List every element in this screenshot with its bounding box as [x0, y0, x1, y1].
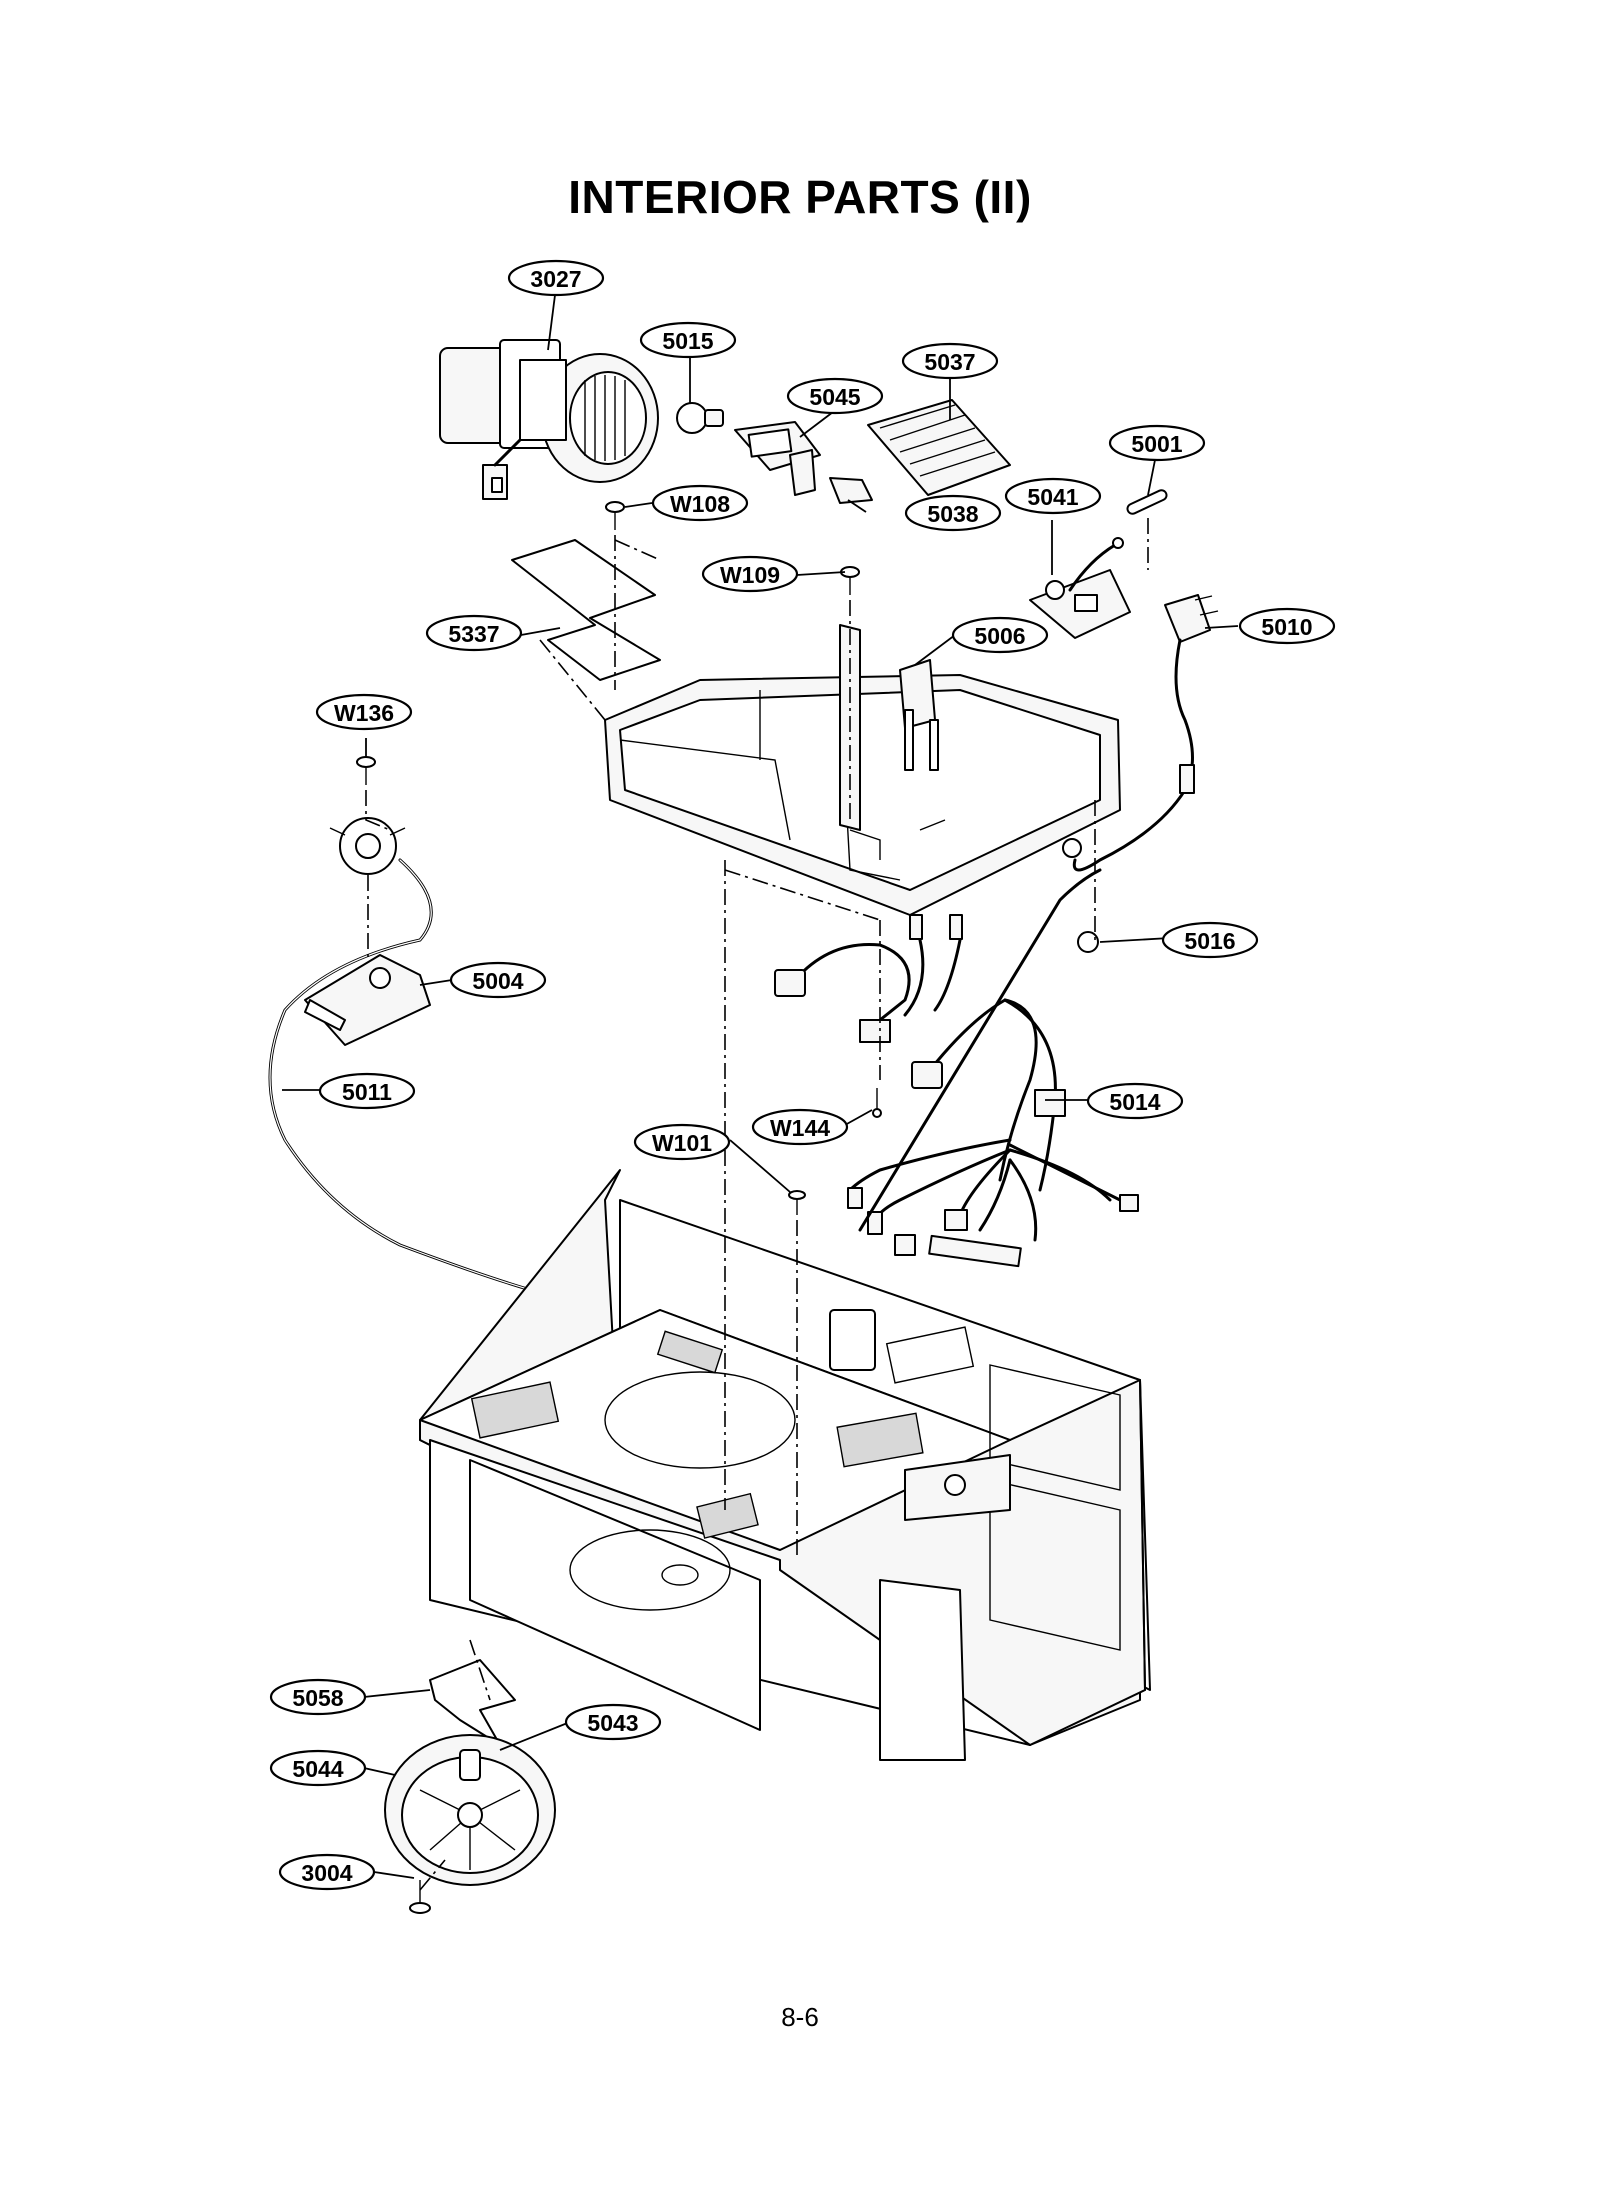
charcoal-filter: [867, 399, 1011, 496]
callout-5041: 5041: [1004, 477, 1102, 515]
callout-W101-label: W101: [652, 1130, 712, 1156]
callout-5043: 5043: [564, 1703, 662, 1741]
callout-W144-label: W144: [770, 1115, 830, 1141]
callout-5044-label: 5044: [292, 1756, 343, 1782]
sensor-wire: [268, 858, 589, 1309]
callout-5043-label: 5043: [587, 1710, 638, 1736]
callout-W108-label: W108: [670, 491, 730, 517]
callout-W144: W144: [751, 1108, 849, 1146]
assembly-guide-lines: [365, 518, 1149, 1891]
callout-3027: 3027: [507, 259, 605, 297]
callout-5058-label: 5058: [292, 1685, 343, 1711]
stirrer-cover: [429, 1659, 516, 1746]
callout-5006-label: 5006: [974, 623, 1025, 649]
screw-w136: [356, 756, 376, 785]
callout-5044: 5044: [269, 1749, 367, 1787]
callout-3004-label: 3004: [301, 1860, 352, 1886]
screw-w109: [840, 566, 860, 595]
callout-W101: W101: [633, 1123, 731, 1161]
lamp-socket: [734, 421, 821, 496]
fuse: [1126, 489, 1168, 515]
callout-W136-label: W136: [334, 700, 394, 726]
screw-w101: [788, 1190, 806, 1215]
callout-W109: W109: [701, 555, 799, 593]
callout-5004: 5004: [449, 961, 547, 999]
callout-5037-label: 5037: [924, 349, 975, 375]
callout-5014-label: 5014: [1109, 1089, 1160, 1115]
callout-5337-label: 5337: [448, 621, 499, 647]
callout-5014: 5014: [1086, 1082, 1184, 1120]
callout-5006: 5006: [951, 616, 1049, 654]
page-title: INTERIOR PARTS (II): [568, 171, 1032, 223]
callout-5038-label: 5038: [927, 501, 978, 527]
callout-5045-label: 5045: [809, 384, 860, 410]
callout-W108: W108: [651, 484, 749, 522]
insulation-sheet: [511, 539, 661, 681]
callout-5016: 5016: [1161, 921, 1259, 959]
callout-5015-label: 5015: [662, 328, 713, 354]
lamp-cover: [829, 477, 873, 504]
thermostat-sensor: [329, 817, 406, 875]
callout-5011-label: 5011: [342, 1079, 392, 1105]
leader-lines: [282, 294, 1239, 1879]
callout-5041-label: 5041: [1027, 484, 1078, 510]
oven-cavity-frame: [419, 1169, 1151, 1761]
callout-5045: 5045: [786, 377, 884, 415]
callout-W109-label: W109: [720, 562, 780, 588]
stirrer-fan: [384, 1734, 556, 1886]
callout-5015: 5015: [639, 321, 737, 359]
callout-5037: 5037: [901, 342, 999, 380]
blower-fan-motor: [439, 339, 659, 500]
noise-filter-board: [1029, 537, 1131, 639]
callout-5337: 5337: [425, 614, 523, 652]
callout-5001: 5001: [1108, 424, 1206, 462]
callout-5010-label: 5010: [1261, 614, 1312, 640]
page-number: 8-6: [781, 2002, 819, 2032]
callout-5011: 5011: [318, 1072, 416, 1110]
power-cord: [1072, 594, 1219, 872]
callout-5001-label: 5001: [1131, 431, 1182, 457]
air-guide-base: [604, 624, 1121, 916]
screw-w108: [605, 501, 625, 530]
callout-5038: 5038: [904, 494, 1002, 532]
callout-5004-label: 5004: [472, 968, 523, 994]
sensor-bracket: [304, 954, 431, 1046]
callout-5010: 5010: [1238, 607, 1336, 645]
callout-3004: 3004: [278, 1853, 376, 1891]
callout-5016-label: 5016: [1184, 928, 1235, 954]
callout-3027-label: 3027: [530, 266, 581, 292]
screw-w144: [872, 1088, 882, 1118]
callout-5058: 5058: [269, 1678, 367, 1716]
callout-W136: W136: [315, 693, 413, 731]
bushing: [409, 1880, 431, 1914]
lamp-bulb: [676, 402, 724, 434]
